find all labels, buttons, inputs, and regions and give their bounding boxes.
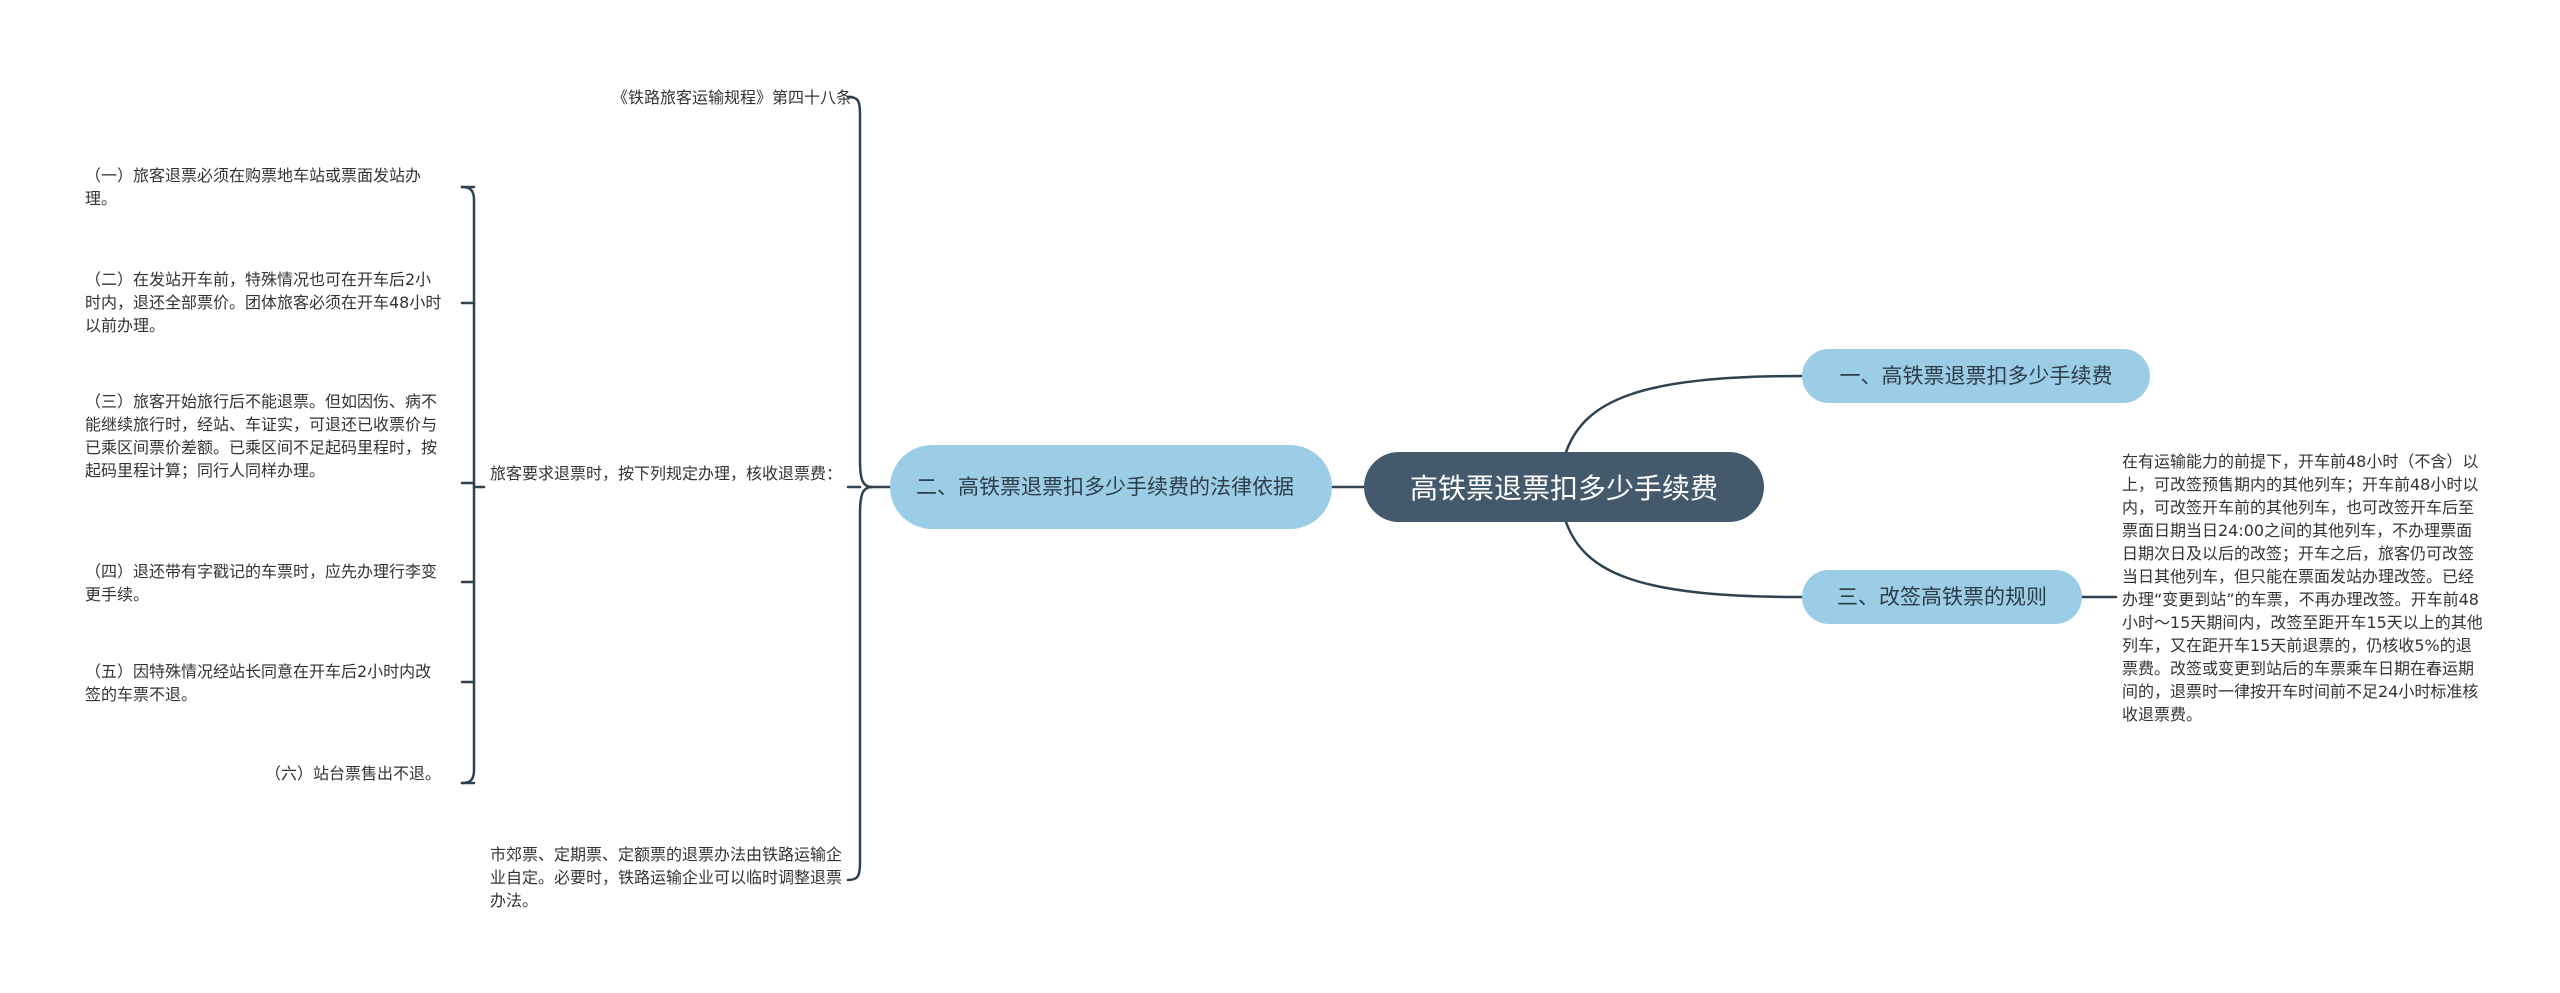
root-topic[interactable]: 高铁票退票扣多少手续费 xyxy=(1364,452,1764,522)
law-item-5[interactable]: （五）因特殊情况经站长同意在开车后2小时内改签的车票不退。 xyxy=(85,662,432,704)
rebooking-rule-text[interactable]: 在有运输能力的前提下，开车前48小时（不含）以上，可改签预售期内的其他列车；开车… xyxy=(2122,452,2483,724)
law-intro[interactable]: 旅客要求退票时，按下列规定办理，核收退票费： xyxy=(490,464,843,483)
branch-rebooking-rules[interactable]: 三、改签高铁票的规则 xyxy=(1802,570,2082,624)
branch-legal-basis[interactable]: 二、高铁票退票扣多少手续费的法律依据 xyxy=(890,445,1332,529)
law-item-1[interactable]: （一）旅客退票必须在购票地车站或票面发站办理。 xyxy=(85,166,422,208)
law-item-4[interactable]: （四）退还带有字戳记的车票时，应先办理行李变更手续。 xyxy=(85,562,438,604)
law-note[interactable]: 市郊票、定期票、定额票的退票办法由铁路运输企业自定。必要时，铁路运输企业可以临时… xyxy=(490,845,843,910)
law-item-3[interactable]: （三）旅客开始旅行后不能退票。但如因伤、病不能继续旅行时，经站、车证实，可退还已… xyxy=(85,392,438,480)
law-item-2[interactable]: （二）在发站开车前，特殊情况也可在开车后2小时内，退还全部票价。团体旅客必须在开… xyxy=(85,270,442,335)
law-title[interactable]: 《铁路旅客运输规程》第四十八条 xyxy=(611,88,852,107)
law-item-6[interactable]: （六）站台票售出不退。 xyxy=(264,764,441,783)
branch-refund-fee[interactable]: 一、高铁票退票扣多少手续费 xyxy=(1802,349,2150,403)
